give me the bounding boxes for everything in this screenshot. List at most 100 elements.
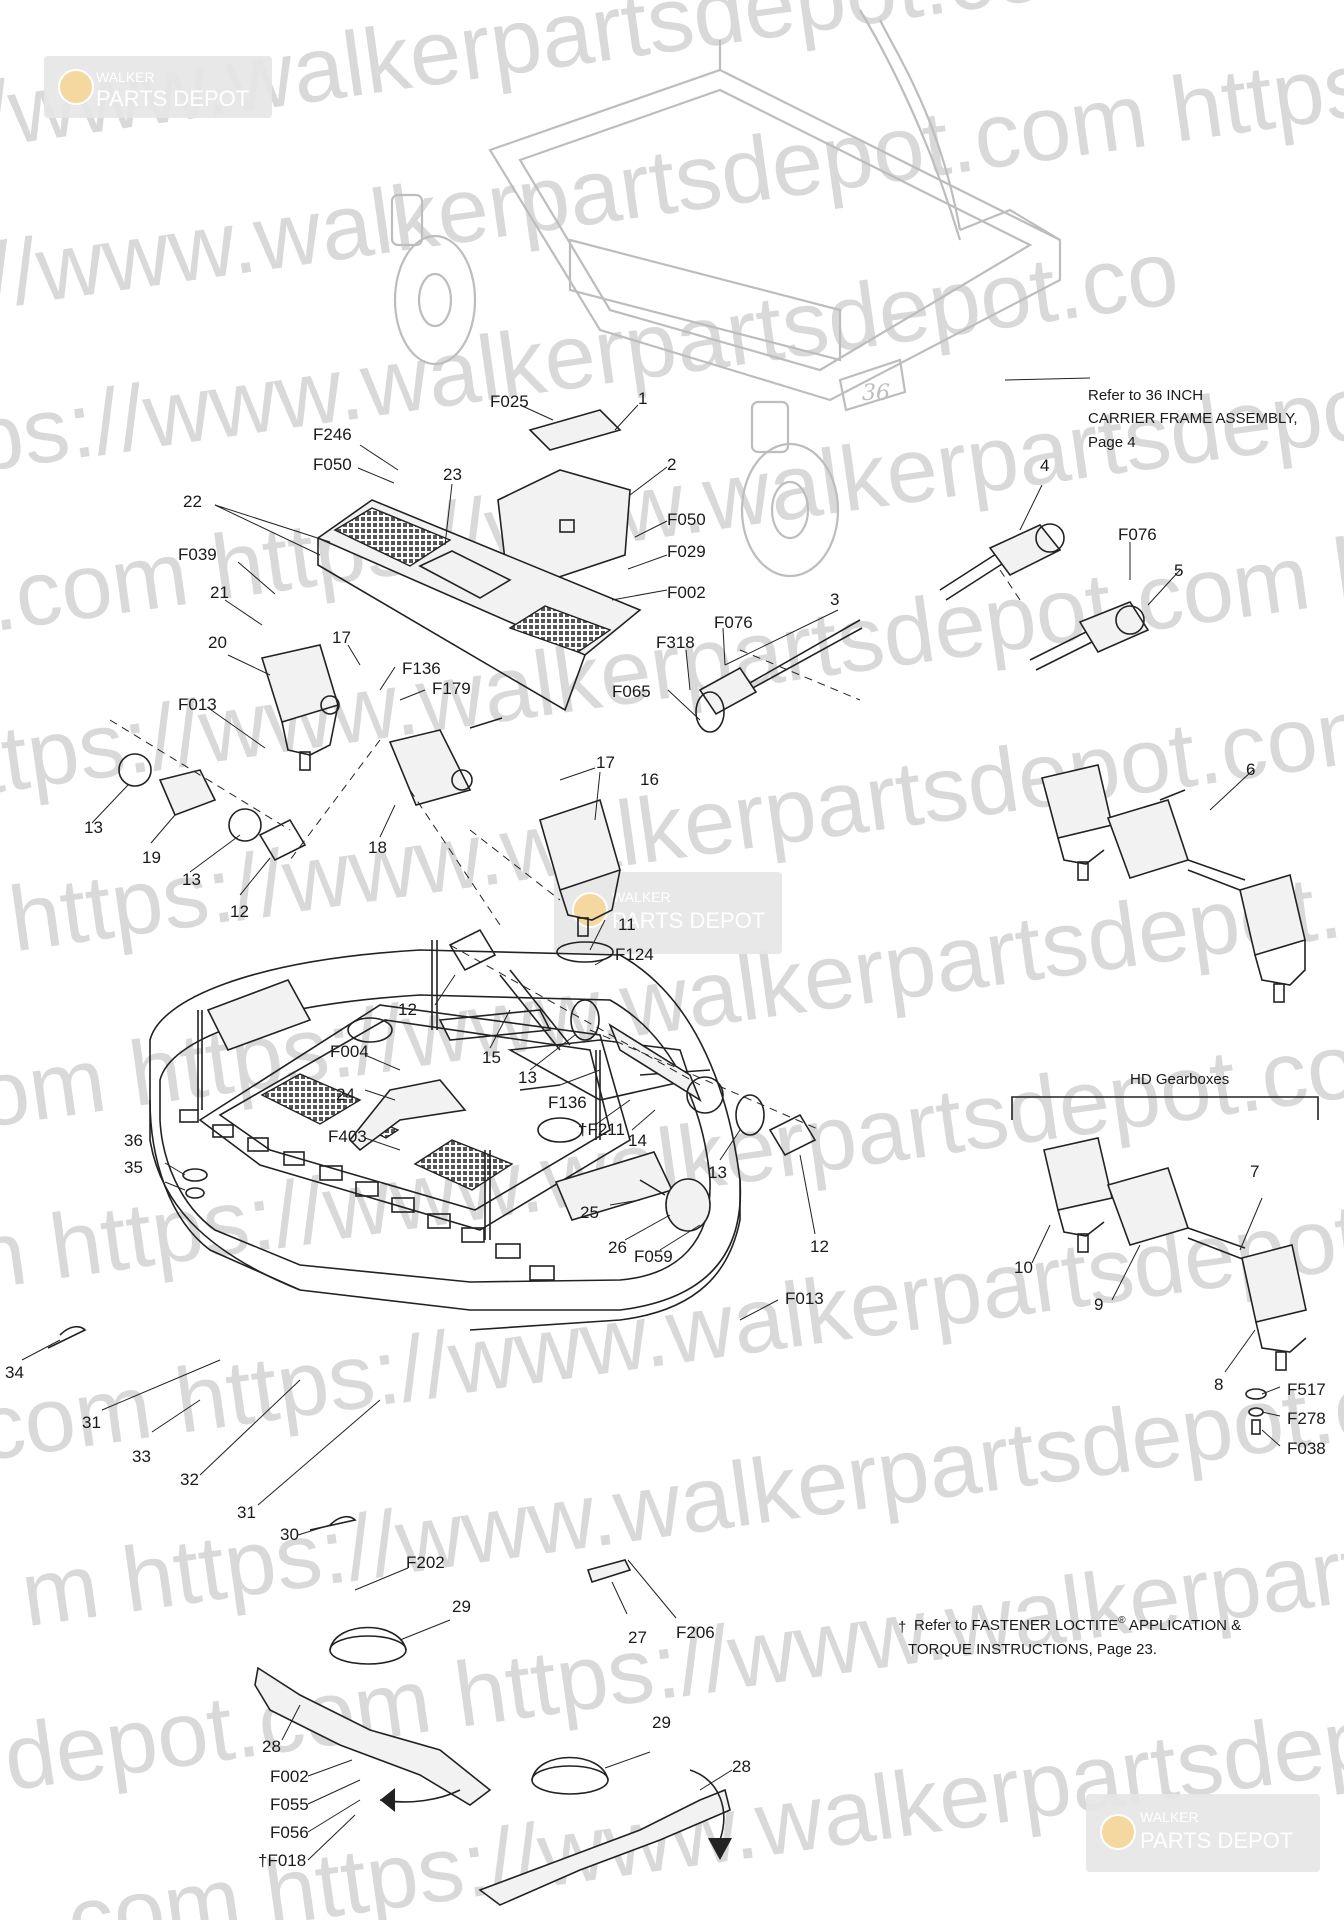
callout-33: 33 xyxy=(132,1447,151,1466)
frame-ref-line2: CARRIER FRAME ASSEMBLY, xyxy=(1088,410,1298,427)
callout-18: 18 xyxy=(368,838,387,857)
hd-gearboxes-title: HD Gearboxes xyxy=(1130,1071,1229,1088)
callout-17: 17 xyxy=(596,753,615,772)
callout-F055: F055 xyxy=(270,1795,309,1814)
callout-F211: †F211 xyxy=(578,1120,625,1139)
callout-7: 7 xyxy=(1250,1162,1259,1181)
callout-14: 14 xyxy=(628,1131,647,1150)
callout-F206: F206 xyxy=(676,1623,715,1642)
callout-31: 31 xyxy=(237,1503,256,1522)
callout-11: 11 xyxy=(618,915,636,934)
dagger-mark: † xyxy=(898,1619,906,1636)
callout-9: 9 xyxy=(1094,1295,1103,1314)
callout-4: 4 xyxy=(1040,456,1049,475)
logo-text: WALKER xyxy=(612,889,671,905)
callout-F013: F013 xyxy=(785,1289,824,1308)
callout-F059: F059 xyxy=(634,1247,673,1266)
callout-17: 17 xyxy=(332,628,351,647)
frame-badge-text: 36 xyxy=(862,381,890,406)
callout-2: 2 xyxy=(667,455,676,474)
logo-text: PARTS DEPOT xyxy=(1140,1828,1293,1853)
callout-27: 27 xyxy=(628,1628,647,1647)
callout-32: 32 xyxy=(180,1470,199,1489)
callout-35: 35 xyxy=(124,1158,143,1177)
callout-15: 15 xyxy=(482,1048,501,1067)
callout-F002: F002 xyxy=(667,583,706,602)
callout-F038: F038 xyxy=(1287,1439,1326,1458)
callout-28: 28 xyxy=(262,1737,281,1756)
loctite-note-line2: TORQUE INSTRUCTIONS, Page 23. xyxy=(908,1641,1157,1658)
leader-lines xyxy=(21,377,1281,1861)
logo-text: PARTS DEPOT xyxy=(612,908,765,933)
callout-F018: †F018 xyxy=(258,1851,306,1870)
mower-deck xyxy=(149,940,742,1331)
logo-watermark: WALKER PARTS DEPOT xyxy=(554,872,782,954)
callout-29: 29 xyxy=(652,1713,671,1732)
callout-19: 19 xyxy=(142,848,161,867)
callout-F179: F179 xyxy=(432,679,471,698)
callout-13: 13 xyxy=(518,1068,537,1087)
callout-F403: F403 xyxy=(328,1127,367,1146)
callout-F202: F202 xyxy=(406,1553,445,1572)
callout-F039: F039 xyxy=(178,545,217,564)
callout-31: 31 xyxy=(82,1413,101,1432)
callout-30: 30 xyxy=(280,1525,299,1544)
callout-29: 29 xyxy=(452,1597,471,1616)
hardware-parts xyxy=(47,409,1150,1906)
assembly-lines xyxy=(109,569,1021,1131)
callout-3: 3 xyxy=(830,590,839,609)
callout-1: 1 xyxy=(638,389,647,408)
callout-16: 16 xyxy=(640,770,659,789)
hd-gearboxes-group xyxy=(1011,1096,1319,1435)
callout-13: 13 xyxy=(84,818,103,837)
callout-12: 12 xyxy=(398,1000,417,1019)
callout-F278: F278 xyxy=(1287,1409,1326,1428)
frame-ref-line1: Refer to 36 INCH xyxy=(1088,387,1203,404)
notes: Refer to 36 INCH CARRIER FRAME ASSEMBLY,… xyxy=(898,387,1298,1658)
callout-12: 12 xyxy=(230,902,249,921)
callout-23: 23 xyxy=(443,465,462,484)
callout-26: 26 xyxy=(608,1238,627,1257)
loctite-text: Refer to FASTENER LOCTITE xyxy=(914,1617,1118,1634)
callout-8: 8 xyxy=(1214,1375,1223,1394)
callout-36: 36 xyxy=(124,1131,143,1150)
callout-F136: F136 xyxy=(402,659,441,678)
callout-28: 28 xyxy=(732,1757,751,1776)
callout-10: 10 xyxy=(1014,1258,1033,1277)
callout-F050: F050 xyxy=(667,510,706,529)
callout-6: 6 xyxy=(1246,760,1255,779)
logo-text: WALKER xyxy=(96,69,155,85)
callout-F318: F318 xyxy=(656,633,695,652)
callout-F050: F050 xyxy=(313,455,352,474)
callout-F029: F029 xyxy=(667,542,706,561)
callout-22: 22 xyxy=(183,492,202,511)
loctite-note-line1: Refer to FASTENER LOCTITE® APPLICATION & xyxy=(914,1615,1241,1634)
registered-mark: ® xyxy=(1118,1615,1126,1626)
callout-12: 12 xyxy=(810,1237,829,1256)
callout-20: 20 xyxy=(208,633,227,652)
carrier-frame: 36 xyxy=(390,9,1062,578)
callout-21: 21 xyxy=(210,583,229,602)
callout-F076: F076 xyxy=(714,613,753,632)
callout-F013: F013 xyxy=(178,695,217,714)
loctite-text: APPLICATION & xyxy=(1126,1617,1242,1634)
callout-F076: F076 xyxy=(1118,525,1157,544)
logo-text: WALKER xyxy=(1140,1809,1199,1825)
callout-F002: F002 xyxy=(270,1767,309,1786)
callout-F025: F025 xyxy=(490,392,529,411)
callout-F517: F517 xyxy=(1287,1380,1326,1399)
callout-13: 13 xyxy=(182,870,201,889)
callout-F246: F246 xyxy=(313,425,352,444)
frame-ref-line3: Page 4 xyxy=(1088,434,1136,451)
callout-labels: F025 1 2 F246 F050 23 22 F039 21 20 F013… xyxy=(5,389,1326,1870)
callout-F136: F136 xyxy=(548,1093,587,1112)
callout-5: 5 xyxy=(1174,561,1183,580)
callout-24: 24 xyxy=(336,1085,355,1104)
callout-25: 25 xyxy=(580,1203,599,1222)
callout-F065: F065 xyxy=(612,682,651,701)
gearbox-assembly-6 xyxy=(1041,764,1306,1003)
callout-F124: F124 xyxy=(615,945,654,964)
logo-watermark: WALKER PARTS DEPOT xyxy=(44,56,272,118)
callout-F056: F056 xyxy=(270,1823,309,1842)
